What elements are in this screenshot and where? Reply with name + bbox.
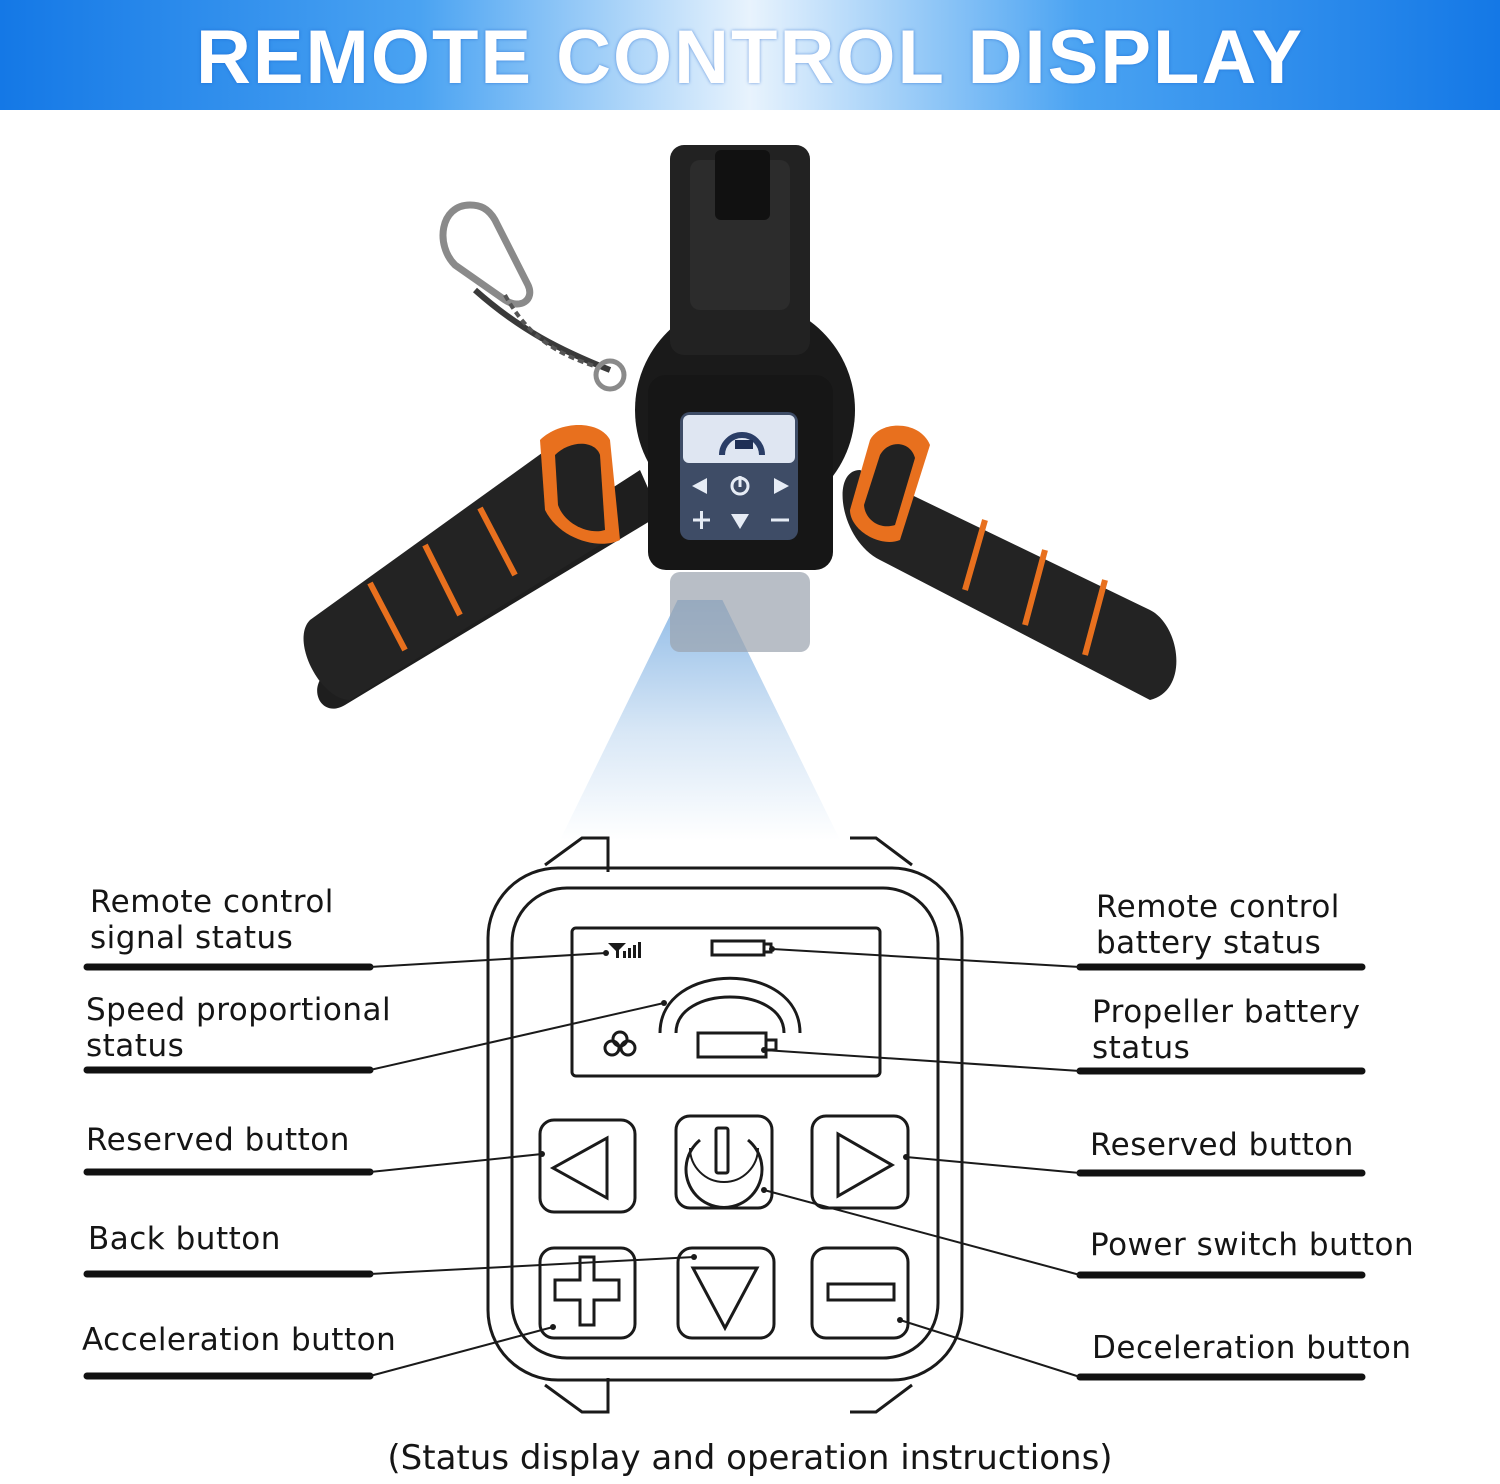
right-grip [842, 425, 1177, 700]
leader-acceleration [369, 1326, 554, 1377]
screen-outline [570, 926, 882, 1078]
power-icon [684, 1126, 764, 1209]
label-speed-proportional-status: Speed proportional status [86, 992, 392, 1064]
plus-icon [553, 1255, 621, 1327]
label-remote-signal-status: Remote control signal status [90, 884, 334, 956]
label-reserved-button-left: Reserved button [86, 1122, 350, 1158]
signal-icon [608, 942, 641, 958]
controller-diagram [83, 836, 1366, 1414]
triangle-right-icon [836, 1131, 896, 1199]
label-propeller-battery-status: Propeller battery status [1092, 994, 1361, 1066]
remote-battery-icon [710, 939, 766, 957]
triangle-down-icon [690, 1266, 760, 1332]
leader-deceleration [899, 1319, 1081, 1378]
triangle-left-icon [549, 1135, 609, 1201]
caption: (Status display and operation instructio… [387, 1438, 1113, 1478]
label-remote-battery-status: Remote control battery status [1096, 889, 1340, 961]
controller-outline [486, 866, 964, 1382]
carabiner-icon [439, 201, 627, 392]
label-reserved-button-right: Reserved button [1090, 1127, 1354, 1163]
propeller-battery-icon [696, 1031, 768, 1059]
leader-remote-battery [771, 948, 1081, 968]
label-deceleration-button: Deceleration button [1092, 1330, 1412, 1366]
banner-title: REMOTE CONTROL DISPLAY [195, 15, 1305, 100]
leader-speed [369, 1002, 665, 1071]
minus-icon [826, 1282, 896, 1302]
title-banner: REMOTE CONTROL DISPLAY [0, 0, 1500, 110]
leader-back [369, 1256, 695, 1275]
left-grip [303, 425, 660, 709]
speed-gauge-icon [658, 976, 802, 1034]
leader-signal [369, 952, 607, 968]
label-power-switch-button: Power switch button [1090, 1227, 1415, 1263]
propeller-icon [603, 1030, 637, 1057]
leader-power [763, 1189, 1081, 1276]
label-back-button: Back button [88, 1221, 281, 1257]
leader-reserved-right [905, 1156, 1081, 1174]
label-acceleration-button: Acceleration button [82, 1322, 397, 1358]
leader-propeller-battery [763, 1049, 1081, 1072]
leader-reserved-left [369, 1153, 543, 1173]
remote-controller-photo [303, 145, 1177, 709]
